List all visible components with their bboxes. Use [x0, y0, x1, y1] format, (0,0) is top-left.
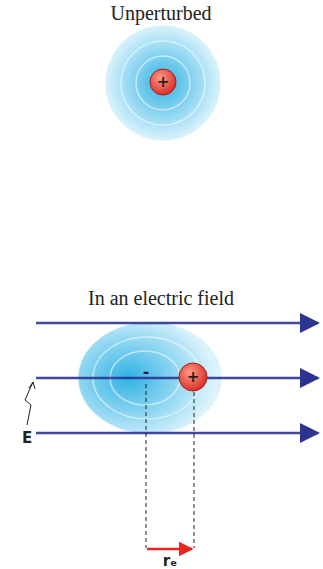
leader-line — [25, 382, 33, 425]
field-line — [36, 432, 318, 435]
cloud-shell — [105, 25, 221, 141]
dashed-guide — [146, 384, 147, 548]
field-lines — [36, 323, 318, 433]
charge-sign: + — [157, 75, 170, 90]
panel-heading: In an electric field — [88, 288, 234, 308]
nucleus — [179, 363, 207, 391]
displacement-label: rₑ — [163, 554, 178, 569]
field-label: E — [22, 431, 32, 446]
field-line — [36, 377, 318, 380]
leader-arrow — [29, 382, 35, 389]
charge-sign: + — [187, 370, 200, 385]
electron-cloud — [105, 25, 221, 141]
panel-heading: Unperturbed — [110, 3, 211, 23]
dashed-guide — [194, 392, 195, 548]
charge-sign: - — [143, 364, 150, 380]
displacement-arrow — [147, 548, 192, 551]
field-line — [36, 322, 318, 325]
nucleus — [150, 69, 176, 95]
